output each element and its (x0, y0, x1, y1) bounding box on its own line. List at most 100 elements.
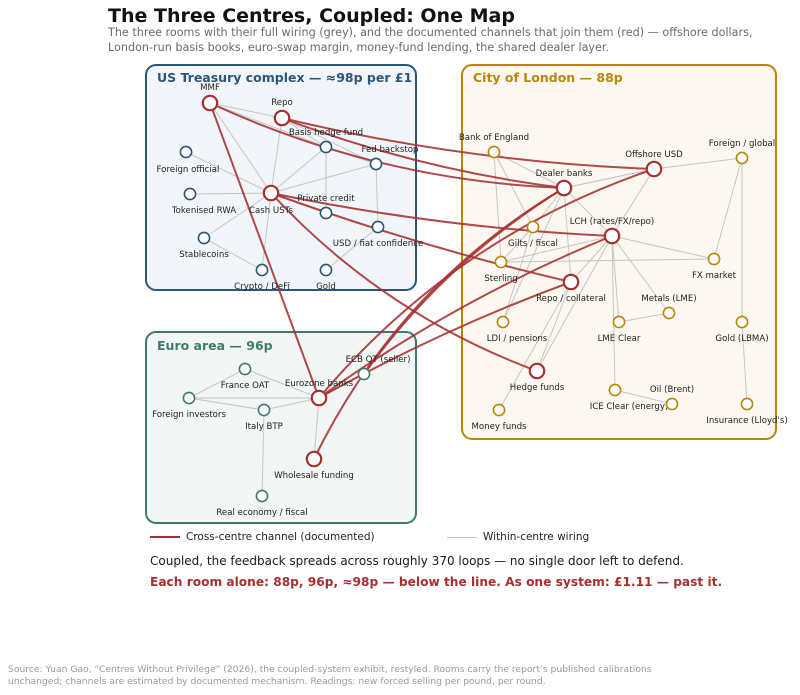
node-fed (369, 157, 383, 171)
node-label-gilts: Gilts / fiscal (508, 239, 558, 249)
cross-edge-ez_banks-lch (318, 235, 613, 399)
within-edge-ice_clear-oil (614, 389, 673, 405)
legend-swatch-cross (150, 536, 180, 538)
node-label-repo: Repo (271, 98, 293, 108)
within-edge-lch-metals (611, 235, 670, 314)
within-edge-foreign_global-fx_market (713, 157, 743, 260)
panel-title-us: US Treasury complex — ≈98p per £1 (157, 70, 412, 85)
node-label-repo_coll: Repo / collateral (536, 294, 606, 304)
node-wholesale (305, 450, 323, 468)
legend-label-within: Within-centre wiring (483, 531, 590, 543)
node-fx_market (707, 252, 721, 266)
within-edge-metals-lme_clear (618, 312, 670, 323)
node-foreign_inv (182, 391, 196, 405)
within-edge-fed-usd_conf (375, 163, 379, 228)
node-label-metals: Metals (LME) (641, 294, 696, 304)
within-edge-sterling-fx_market (500, 258, 715, 263)
chart-subtitle: The three rooms with their full wiring (… (108, 26, 753, 54)
node-label-cash_ust: Cash USTs (249, 206, 293, 216)
node-label-hedge_funds: Hedge funds (510, 383, 565, 393)
chart-title: The Three Centres, Coupled: One Map (108, 5, 515, 27)
within-edge-tok_rwa-cash_ust (189, 192, 272, 195)
within-edge-mmf-cash_ust (209, 102, 272, 194)
within-edge-lch-repo_coll (570, 235, 613, 283)
within-edge-france-ez_banks (244, 368, 320, 399)
node-sterling (494, 255, 508, 269)
node-label-fed: Fed backstop (362, 145, 419, 155)
within-edge-crypto-stablecoins (203, 237, 263, 271)
source-note: Source: Yuan Gao, “Centres Without Privi… (8, 664, 652, 687)
within-edge-mmf-basis (209, 102, 327, 148)
within-edge-lch-hedge_funds (536, 235, 613, 372)
node-money_funds (492, 403, 506, 417)
node-gilts (526, 220, 540, 234)
cross-edge-cash_ust-hedge_funds (270, 192, 538, 372)
node-foreign_off (179, 145, 193, 159)
node-lch (603, 227, 621, 245)
within-edge-repo_coll-money_funds (498, 281, 572, 411)
within-edge-repo-basis (281, 117, 327, 148)
within-edge-fed-cash_ust (270, 163, 377, 194)
within-edge-gold_lbma-insurance (741, 321, 748, 405)
cross-edge-ez_banks-offshore_usd (318, 168, 655, 399)
node-label-sterling: Sterling (484, 274, 517, 284)
within-edge-france-foreign_inv (188, 368, 246, 399)
node-label-fx_market: FX market (692, 271, 737, 281)
panel-box-us (145, 64, 417, 291)
node-label-lme_clear: LME Clear (598, 334, 641, 344)
node-offshore_usd (645, 160, 663, 178)
node-label-mmf: MMF (200, 83, 220, 93)
within-edge-lch-lme_clear (611, 235, 620, 323)
node-ice_clear (608, 383, 622, 397)
node-oil (665, 397, 679, 411)
node-label-money_funds: Money funds (471, 422, 527, 432)
node-repo_coll (562, 273, 580, 291)
node-mmf (201, 94, 219, 112)
node-basis (319, 140, 333, 154)
summary-text: Coupled, the feedback spreads across rou… (150, 554, 684, 568)
node-label-insurance: Insurance (Lloyd's) (706, 416, 787, 426)
within-edge-dealer_banks-lch (563, 187, 613, 237)
node-label-priv_credit: Private credit (297, 194, 355, 204)
node-label-foreign_inv: Foreign investors (152, 410, 226, 420)
node-boe (487, 145, 501, 159)
node-repo (273, 109, 291, 127)
within-edge-foreign_inv-italy (188, 397, 265, 411)
cross-edge-ecb-dealer_banks (363, 187, 565, 375)
node-label-gold: Gold (316, 282, 336, 292)
cross-edge-repo-offshore_usd (281, 117, 655, 170)
within-edge-dealer_banks-gilts (532, 187, 565, 228)
node-lme_clear (612, 315, 626, 329)
verdict-text: Each room alone: 88p, 96p, ≈98p — below … (150, 575, 723, 589)
within-edge-ez_banks-wholesale (313, 397, 320, 460)
within-edge-basis-cash_ust (270, 146, 327, 194)
node-insurance (740, 397, 754, 411)
within-edge-italy-real_econ (261, 409, 265, 497)
within-edge-offshore_usd-foreign_global (653, 157, 743, 170)
node-hedge_funds (528, 362, 546, 380)
legend-label-cross: Cross-centre channel (documented) (186, 531, 375, 543)
legend-swatch-within (447, 536, 477, 538)
node-gold (319, 263, 333, 277)
cross-edge-repo-dealer_banks (281, 117, 565, 189)
cross-edge-mmf-ez_banks (209, 102, 320, 399)
within-edge-lch-fx_market (611, 235, 715, 260)
node-real_econ (255, 489, 269, 503)
cross-edge-mmf-dealer_banks (209, 102, 565, 189)
node-label-crypto: Crypto / DeFi (234, 282, 290, 292)
within-edge-gilts-sterling (500, 226, 534, 263)
node-label-wholesale: Wholesale funding (274, 471, 354, 481)
within-edge-repo-fed (281, 117, 377, 165)
node-foreign_global (735, 151, 749, 165)
legend-item-cross: Cross-centre channel (documented) (150, 531, 375, 543)
node-label-ldi: LDI / pensions (487, 334, 548, 344)
node-label-gold_lbma: Gold (LBMA) (715, 334, 768, 344)
node-priv_credit (319, 206, 333, 220)
node-label-foreign_off: Foreign official (157, 165, 220, 175)
node-label-tok_rwa: Tokenised RWA (171, 206, 236, 216)
node-ecb (357, 367, 371, 381)
panel-box-euro (145, 331, 417, 524)
within-edge-crypto-cash_ust (261, 192, 272, 271)
node-tok_rwa (183, 187, 197, 201)
node-label-boe: Bank of England (459, 133, 529, 143)
